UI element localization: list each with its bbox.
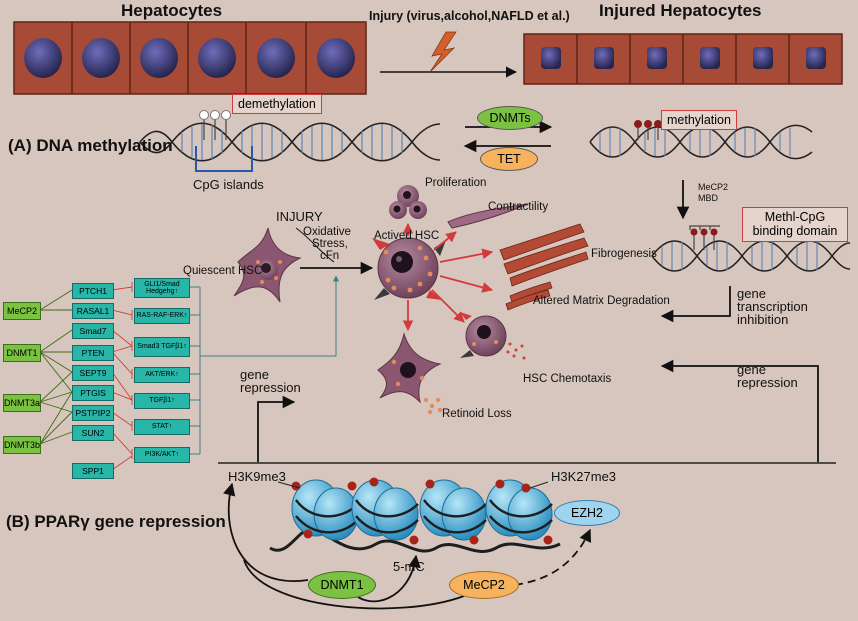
stress-label-2: Stress, (312, 238, 348, 250)
unmethylated-cpg-pins (199, 110, 231, 140)
stress-label-3: cFn (320, 250, 340, 262)
methylation-box: methylation (661, 110, 737, 131)
regulator-links (39, 289, 73, 445)
dna-helix-left (139, 122, 441, 162)
actived-hsc-label: Actived HSC (374, 230, 440, 242)
mbd-bound-pins (689, 225, 720, 250)
pathway-ras-raf-erk: RAS-RAF-ERK↑ (134, 308, 190, 324)
target-pten: PTEN (72, 345, 114, 361)
injured-hepatocytes-row (523, 33, 843, 85)
chemotaxis-label: HSC Chemotaxis (523, 373, 612, 385)
proliferation-label: Proliferation (425, 177, 487, 189)
regulator-mecp2: MeCP2 (3, 302, 41, 320)
matrix-degradation-icon (505, 281, 553, 311)
healthy-hepatocytes-row (13, 21, 367, 95)
demethylation-box: demethylation (232, 94, 322, 115)
binding-domain-line-1: Methl-CpG (764, 210, 826, 224)
ezh2-pill: EZH2 (554, 500, 620, 526)
dna-helix-mbd (651, 240, 851, 272)
fibrogenesis-icon (499, 223, 589, 287)
nucleosome-1 (291, 479, 359, 541)
cpg-islands-label: CpG islands (193, 177, 264, 192)
target-rasal1: RASAL1 (72, 303, 114, 319)
target-sun2: SUN2 (72, 425, 114, 441)
dnmt1-to-h3k9-arrow (223, 482, 309, 582)
mecp2-mbd-label-2: MBD (698, 193, 718, 203)
pathway-pi3k-akt: PI3K/AKT↑ (134, 447, 190, 463)
pathway-stat: STAT↑ (134, 419, 190, 435)
section-a-label: (A) DNA methylation (8, 136, 173, 155)
five-mc-label: 5-mC (393, 559, 425, 574)
target-inhibition-links (111, 282, 133, 471)
inhibition-label-2: transcription (737, 299, 808, 314)
injury-causes-label: Injury (virus,alcohol,NAFLD et al.) (369, 9, 570, 23)
stress-label-1: Oxidative (303, 226, 351, 238)
chemotaxis-icon (460, 312, 526, 360)
target-pstpip2: PSTPIP2 (72, 405, 114, 421)
pathway-tgfb1: TGFβ1↑ (134, 393, 190, 409)
h3k27me3-label: H3K27me3 (551, 469, 617, 484)
dna-helix-right (589, 124, 813, 160)
hepatocytes-label: Hepatocytes (121, 1, 223, 20)
nucleosome-3 (419, 479, 487, 545)
dnmt1-pill: DNMT1 (308, 571, 376, 599)
lightning-icon (429, 31, 457, 73)
binding-domain-box: Methl-CpG binding domain (742, 207, 848, 242)
pathway-smad3-tgfb1: Smad3 TGFβ1↑ (134, 337, 190, 357)
activated-hsc-icon (372, 237, 446, 300)
target-spp1: SPP1 (72, 463, 114, 479)
contractility-icon (447, 203, 529, 229)
dnmts-pill: DNMTs (477, 106, 543, 130)
matrix-degradation-label: Altered Matrix Degradation (533, 295, 670, 307)
pathway-gli1-smad: GLI1/Smad Hedgehg↑ (134, 278, 190, 298)
outcome-arrows (402, 222, 494, 332)
ppar-repression-arrow (257, 395, 296, 462)
nucleosome-4 (485, 479, 553, 545)
target-smad7: Smad7 (72, 323, 114, 339)
ppar-repression-label-1: gene (240, 367, 269, 382)
ppar-repression-label-2: repression (240, 380, 301, 395)
nucleosome-2 (351, 477, 419, 545)
methylated-cpg-pins (634, 120, 662, 140)
regulator-dnmt3b: DNMT3b (3, 436, 41, 454)
cpg-island-bracket (195, 146, 253, 172)
fibrogenesis-label: Fibrogenesis (591, 248, 657, 260)
mecp2-to-ezh2-arrow (501, 528, 592, 587)
h3k27-pointer (529, 481, 549, 489)
target-ptch1: PTCH1 (72, 283, 114, 299)
right-repression-arrow (660, 359, 819, 462)
quiescent-hsc-label: Quiescent HSC (183, 265, 263, 277)
mecp2-pill: MeCP2 (449, 571, 519, 599)
mecp2-mbd-label-1: MeCP2 (698, 182, 729, 192)
inhibition-arrow (660, 286, 731, 323)
regulator-dnmt1: DNMT1 (3, 344, 41, 362)
proliferation-icon (389, 185, 427, 219)
pathway-akt-erk: AKT/ERK↑ (134, 367, 190, 383)
h3k9me3-label: H3K9me3 (228, 469, 286, 484)
inhibition-label-1: gene (737, 286, 766, 301)
pathway-bracket (188, 275, 339, 455)
retinoid-loss-label: Retinoid Loss (442, 408, 512, 420)
inhibition-label-3: inhibition (737, 312, 789, 327)
right-repression-label-2: repression (737, 375, 798, 390)
target-ptgis: PTGIS (72, 385, 114, 401)
target-sept9: SEPT9 (72, 365, 114, 381)
regulator-dnmt3a: DNMT3a (3, 394, 41, 412)
injury-label: INJURY (276, 209, 323, 224)
tet-pill: TET (480, 147, 538, 171)
binding-domain-line-2: binding domain (752, 224, 838, 239)
right-repression-label-1: gene (737, 362, 766, 377)
section-b-label: (B) PPARγ gene repression (6, 512, 226, 531)
contractility-label: Contractility (488, 201, 549, 213)
h3k9-pointer (277, 481, 301, 489)
injury-pointer (295, 227, 335, 263)
quiescent-hsc-icon (233, 227, 302, 303)
retinoid-loss-icon (377, 332, 443, 415)
injured-hepatocytes-label: Injured Hepatocytes (599, 1, 762, 20)
mecp2-to-chromatin-arrow (243, 559, 465, 610)
